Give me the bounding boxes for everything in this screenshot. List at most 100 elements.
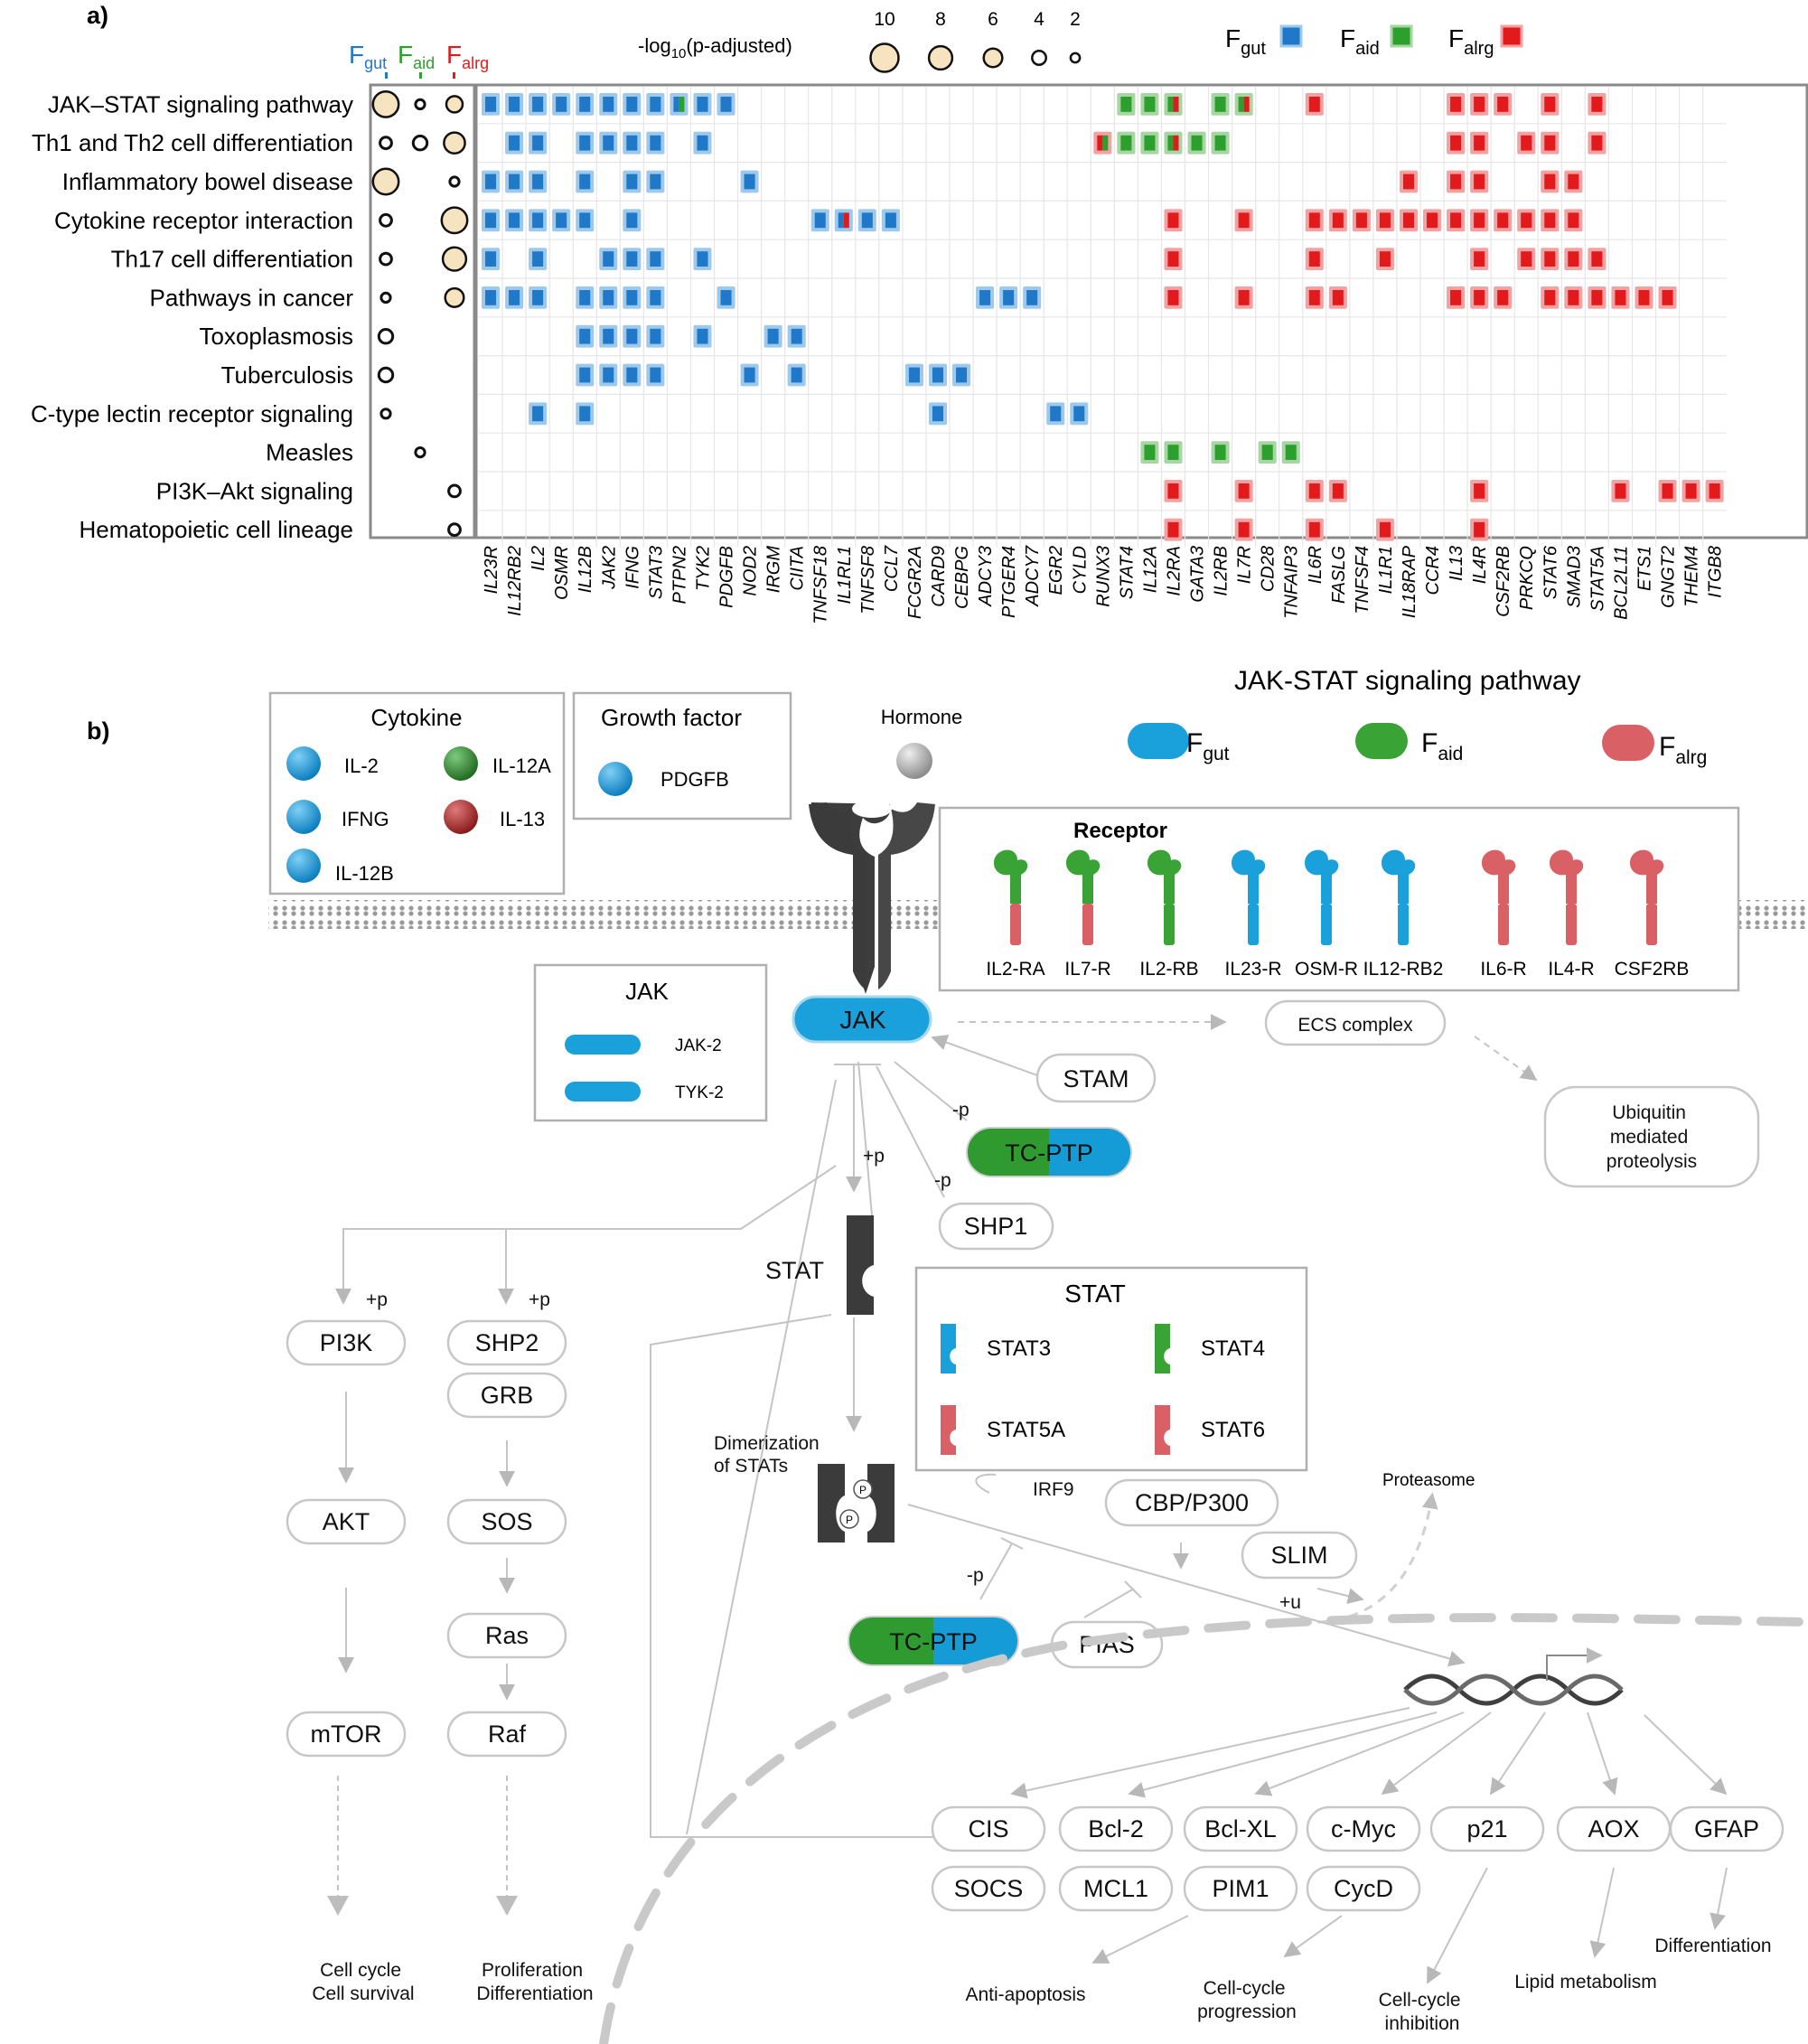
legend-faid-text: Faid [1421, 728, 1463, 764]
stat-box-stat3: STAT3 [987, 1336, 1051, 1361]
outcome-cell-cycle: Cell cycle Cell survival [312, 1960, 414, 2004]
cell-fill [603, 367, 614, 383]
phospho-p-1: P [859, 1484, 867, 1496]
grb-node [446, 1372, 567, 1419]
cbp-p300-label: CBP/P300 [1135, 1489, 1249, 1516]
gene-label-them4: THEM4 [1682, 546, 1702, 607]
size-legend-dot-6 [982, 47, 1004, 69]
cell-fill [1427, 212, 1438, 229]
cell-pathways-in-cancer-gngt2 [1658, 286, 1677, 309]
receptor-label-osm-r: OSM-R [1295, 959, 1358, 980]
stat5a-icon [941, 1405, 956, 1455]
receptor-label-csf2rb: CSF2RB [1615, 959, 1690, 980]
cell-fill [1332, 290, 1344, 305]
cell-cytokine-receptor-interaction-tnfsf4 [1352, 209, 1371, 232]
cell-cytokine-receptor-interaction-il2ra [1164, 209, 1183, 232]
size-legend-dot-8 [927, 44, 954, 71]
receptor-head [1232, 849, 1266, 904]
cell-toxoplasmosis-tyk2 [693, 324, 712, 348]
dot-fgut-inflammatory-bowel-disease [371, 167, 400, 196]
cell-c-type-lectin-receptor-signaling-card9 [928, 402, 947, 426]
cell-fill [1214, 445, 1226, 460]
cell-fill [1144, 135, 1156, 151]
cell-cytokine-receptor-interaction-csf2rb [1494, 209, 1513, 232]
receptor-stem [1646, 904, 1657, 945]
cell-measles-il2ra [1164, 441, 1183, 464]
cell-jak-stat-signaling-pathway-il7r [1234, 93, 1253, 116]
cell-jak-stat-signaling-pathway-il2ra [1164, 93, 1183, 116]
dimerization-line-2: of STATs [714, 1456, 788, 1477]
cell-pathways-in-cancer-ets1 [1635, 286, 1653, 309]
cell-pathways-in-cancer-stat3 [646, 286, 665, 309]
cell-pathways-in-cancer-adcy7 [1023, 286, 1042, 309]
cell-fill [579, 135, 591, 151]
cell-fill [1544, 251, 1556, 267]
sos-node [446, 1498, 567, 1545]
cell-jak-stat-signaling-pathway-il13 [1447, 93, 1466, 116]
cell-jak-stat-signaling-pathway-ptpn2 [670, 93, 689, 116]
cell-fill [626, 212, 638, 229]
cell-fill [1474, 135, 1485, 151]
gene-label-jak2: JAK2 [599, 546, 619, 590]
cell-c-type-lectin-receptor-signaling-il12b [576, 402, 595, 426]
cell-th1-and-th2-cell-differentiation-il12rb2 [505, 131, 524, 155]
cell-fill [843, 212, 849, 229]
cell-inflammatory-bowel-disease-il2 [529, 170, 548, 193]
cell-cytokine-receptor-interaction-il7r [1234, 209, 1253, 232]
cell-fill [650, 367, 661, 383]
mtor-label: mTOR [311, 1721, 382, 1748]
hormone-label: Hormone [881, 706, 962, 728]
cell-fill [1120, 135, 1132, 151]
shp2-cascade: SHP2 GRB SOS Ras Raf Proliferation Diffe… [446, 1319, 594, 2004]
gene-label-osmr: OSMR [552, 546, 572, 600]
pathway-label-cytokine-receptor-interaction: Cytokine receptor interaction [54, 207, 353, 234]
cell-fill [603, 290, 614, 305]
cell-fill [885, 212, 896, 229]
phospho-p-2: P [846, 1514, 853, 1526]
cell-fill [838, 212, 844, 229]
dot-marks [371, 89, 469, 538]
receptor-il7-r: IL7-R [1064, 849, 1111, 980]
cell-fill [979, 290, 991, 305]
plus-p-pi3k: +p [366, 1289, 388, 1310]
cell-fill [1261, 445, 1273, 460]
cytokine-il2-ball [286, 746, 321, 781]
cell-th1-and-th2-cell-differentiation-prkcq [1517, 131, 1536, 155]
cell-fill [579, 97, 591, 112]
cell-fill [509, 135, 520, 151]
cell-th1-and-th2-cell-differentiation-stat4 [1117, 131, 1136, 155]
growth-factor-title: Growth factor [601, 704, 742, 731]
cell-th17-cell-differentiation-jak2 [599, 248, 618, 270]
dot-fgut-toxoplasmosis [377, 328, 395, 345]
stat-icon [847, 1215, 874, 1315]
cell-measles-cd28 [1258, 441, 1277, 464]
jak-box-title: JAK [625, 978, 669, 1005]
cell-fill [1591, 135, 1603, 151]
cytokine-ifng-ball [286, 800, 321, 834]
legend-falrg-label: Falrg [1448, 24, 1494, 59]
cell-pi3k-akt-signaling-itgb8 [1705, 480, 1724, 502]
cell-th17-cell-differentiation-il23r [482, 248, 501, 270]
cell-inflammatory-bowel-disease-il4r [1470, 170, 1489, 193]
cell-fill [626, 290, 638, 305]
cell-th1-and-th2-cell-differentiation-il4r [1470, 131, 1489, 155]
cell-th17-cell-differentiation-il1r1 [1375, 248, 1394, 270]
cell-cytokine-receptor-interaction-il1rl1 [834, 209, 853, 232]
gene-label-il12b: IL12B [576, 546, 595, 593]
cell-fill [956, 367, 968, 383]
pathway-label-th17-cell-differentiation: Th17 cell differentiation [111, 246, 353, 273]
cell-jak-stat-signaling-pathway-stat4 [1117, 93, 1136, 116]
cell-th1-and-th2-cell-differentiation-il13 [1447, 131, 1466, 155]
receptor-il2-ra: IL2-RA [986, 849, 1045, 980]
cell-fill [532, 173, 544, 190]
cell-fill [1544, 135, 1556, 151]
dot-fgut-th17-cell-differentiation [379, 251, 393, 267]
cell-hematopoietic-cell-lineage-il1r1 [1375, 518, 1394, 541]
receptor-head [1148, 849, 1182, 904]
stat6-icon [1155, 1405, 1170, 1455]
cell-fill [1544, 97, 1556, 112]
cell-fill [1308, 521, 1320, 538]
cell-fill [1638, 290, 1650, 305]
receptor-stem [1498, 904, 1509, 945]
